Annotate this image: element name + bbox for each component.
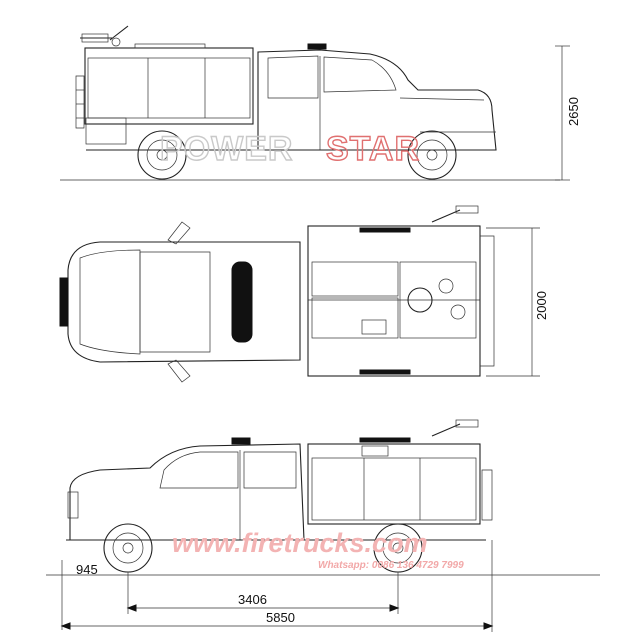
wheelbase-dimension: 3406 [126, 572, 400, 614]
front-wheel-bottom-icon [103, 523, 153, 573]
watermark-brand-left: POWER [160, 130, 293, 168]
width-label: 2000 [534, 291, 549, 320]
roof-monitor-icon [80, 25, 129, 47]
height-label: 2650 [566, 97, 581, 126]
length-dimension: 5850 [60, 540, 494, 632]
height-dimension: 2650 [555, 45, 581, 181]
watermark-site: www.firetrucks.com [172, 528, 428, 558]
length-label: 5850 [266, 610, 295, 625]
side-view-front-left [46, 419, 600, 576]
overhang-label: 945 [76, 562, 98, 577]
overhang-dimension: 945 [61, 560, 98, 630]
rear-wheel-icon [137, 130, 187, 180]
width-dimension: 2000 [486, 227, 549, 377]
wheelbase-label: 3406 [238, 592, 267, 607]
watermark-brand-right: STAR [326, 130, 420, 168]
front-wheel-icon [407, 130, 457, 180]
side-view-rear-left [60, 25, 560, 181]
plan-view [59, 205, 495, 383]
watermark-whatsapp: Whatsapp: 0086 136 4729 7999 [318, 560, 464, 571]
